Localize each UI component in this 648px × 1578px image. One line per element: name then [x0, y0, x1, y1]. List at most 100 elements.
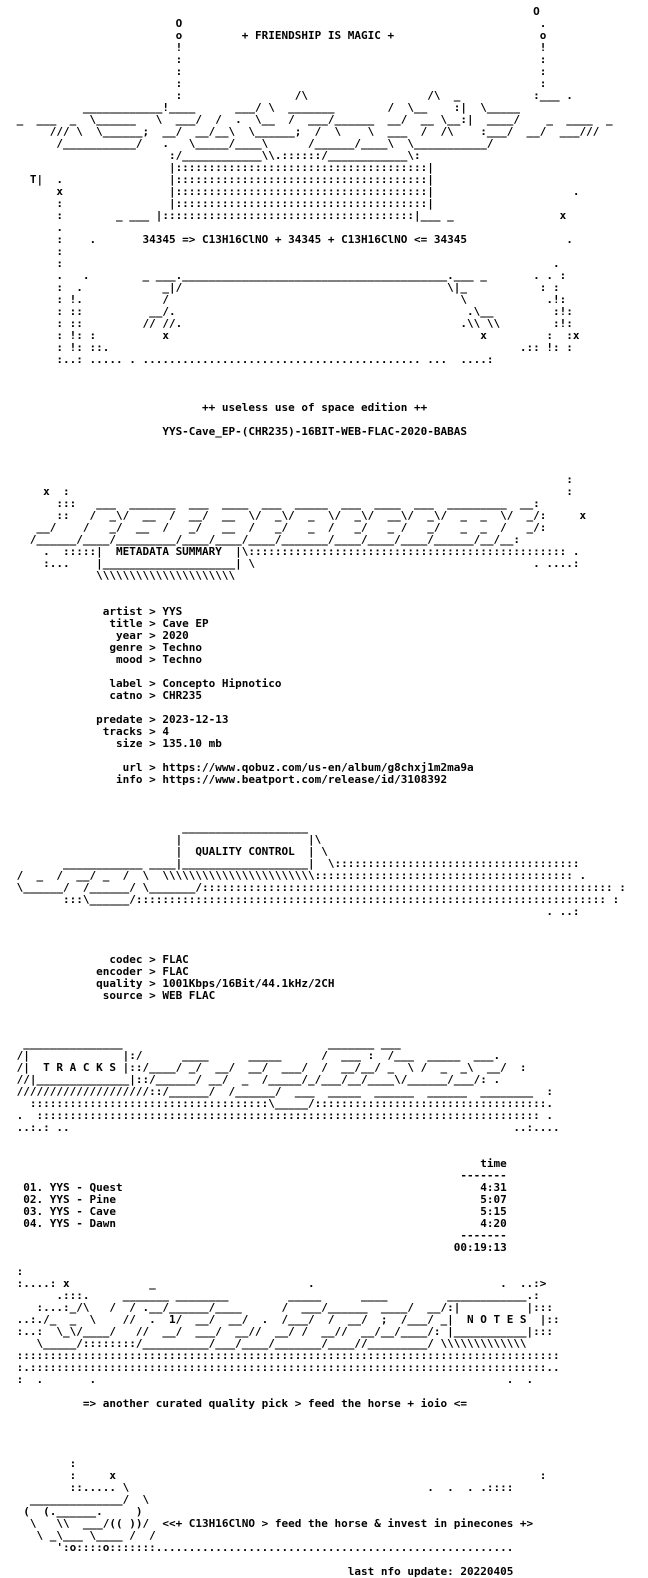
nfo-line: : x :	[10, 1470, 547, 1482]
nfo-line	[10, 594, 642, 606]
nfo-line: /| |:/ ____ _____ / ___ : /___ _____ ___…	[10, 1050, 501, 1062]
nfo-line	[10, 930, 642, 942]
nfo-line: x |:::::::::::::::::::::::::::::::::::::…	[10, 186, 580, 198]
nfo-line: : |:::::::::::::::::::::::::::::::::::::…	[10, 198, 434, 210]
nfo-line: O	[10, 6, 540, 18]
nfo-line: :..: \_\/____/ // __/ ___/ __// __/ / __…	[10, 1326, 554, 1338]
nfo-line: : :	[10, 54, 547, 66]
nfo-line: :/____________\\.::::::/____________\:	[10, 150, 421, 162]
nfo-line: _ ___ _ \______ \ ___/ / . \__ / ___/___…	[10, 114, 613, 126]
nfo-line: : _ ___ |:::::::::::::::::::::::::::::::…	[10, 210, 567, 222]
nfo-line	[10, 450, 642, 462]
nfo-line: : :: // //. .\\ \\ :!:	[10, 318, 580, 330]
nfo-line	[10, 786, 642, 798]
nfo-line	[10, 366, 642, 378]
nfo-line	[10, 1254, 642, 1266]
nfo-line: :....: x _ . . ..:>	[10, 1278, 547, 1290]
nfo-line: source > WEB FLAC	[10, 990, 216, 1002]
nfo-line	[10, 1014, 642, 1026]
nfo-line: \ _\___ \____ / /	[10, 1530, 156, 1542]
nfo-line: :::\______/:::::::::::::::::::::::::::::…	[10, 894, 620, 906]
nfo-line: : :	[10, 78, 547, 90]
nfo-line: /___________/ . \_____/____\ /______/___…	[10, 138, 501, 150]
nfo-line: info > https://www.beatport.com/release/…	[10, 774, 448, 786]
nfo-line: 03. YYS - Cave 5:15	[10, 1206, 507, 1218]
nfo-line: ____________!____ ___/ \ _______ / \__ :…	[10, 102, 520, 114]
nfo-line: => another curated quality pick > feed t…	[10, 1398, 467, 1410]
nfo-line: . ..:	[10, 906, 580, 918]
nfo-line: : . . . .	[10, 1374, 534, 1386]
nfo-line: ___________________	[10, 822, 309, 834]
nfo-line: :	[10, 1458, 77, 1470]
nfo-line	[10, 1146, 642, 1158]
nfo-line: \______/ /______/ \_______/:::::::::::::…	[10, 882, 626, 894]
nfo-line: ____________ ____|___________________| \…	[10, 858, 580, 870]
nfo-line: __/ / _/ __ / _/ __ / _/ _ / _/ _ / _/ _…	[10, 522, 547, 534]
nfo-line	[10, 798, 642, 810]
nfo-line: year > 2020	[10, 630, 189, 642]
nfo-line: : /\ /\ _ :___ .	[10, 90, 573, 102]
nfo-line	[10, 438, 642, 450]
nfo-line: /| T R A C K S |::/____/ _/ __/ __/ ___/…	[10, 1062, 527, 1074]
nfo-line: tracks > 4	[10, 726, 169, 738]
nfo-line	[10, 942, 642, 954]
nfo-line: o + FRIENDSHIP IS MAGIC + o	[10, 30, 547, 42]
nfo-line: . ::::::::::::::::::::::::::::::::::::::…	[10, 1110, 554, 1122]
nfo-line: : :	[10, 66, 547, 78]
nfo-line	[10, 1134, 642, 1146]
nfo-line: 02. YYS - Pine 5:07	[10, 1194, 507, 1206]
nfo-line	[10, 1554, 642, 1566]
nfo-line: ..:./_ _ \ // . 1/ __/ __/ . /___/ / __/…	[10, 1314, 560, 1326]
nfo-line: encoder > FLAC	[10, 966, 189, 978]
nfo-line: ':o::::o:::::::.........................…	[10, 1542, 514, 1554]
nfo-line: : . _|/ \|_ : :	[10, 282, 560, 294]
nfo-line: :	[10, 474, 573, 486]
nfo-line: :..: ..... . ...........................…	[10, 354, 494, 366]
nfo-line: label > Concepto Hipnotico	[10, 678, 282, 690]
nfo-line: predate > 2023-12-13	[10, 714, 229, 726]
nfo-line: mood > Techno	[10, 654, 203, 666]
nfo-line	[10, 390, 642, 402]
nfo-line: last nfo update: 20220405	[10, 1566, 514, 1578]
nfo-line: . . _ ___.______________________________…	[10, 270, 567, 282]
nfo-line	[10, 414, 642, 426]
nfo-line: ::::::::::::::::::::::::::::::::::::\___…	[10, 1098, 554, 1110]
nfo-line: ! !	[10, 42, 547, 54]
nfo-line: \\\\\\\\\\\\\\\\\\\\\	[10, 570, 236, 582]
nfo-line: : !: : x x : :x	[10, 330, 580, 342]
nfo-line: :...:_/\ / / .__/______/____ / ___/_____…	[10, 1302, 554, 1314]
nfo-line: ////////////////////::/______/ /______/ …	[10, 1086, 554, 1098]
nfo-line: : . 34345 => C13H16ClNO + 34345 + C13H16…	[10, 234, 573, 246]
nfo-line: | QUALITY CONTROL | \	[10, 846, 328, 858]
nfo-line: :... |____________________| \ . ....:	[10, 558, 580, 570]
nfo-line	[10, 1026, 642, 1038]
nfo-line: time	[10, 1158, 507, 1170]
nfo-line: 01. YYS - Quest 4:31	[10, 1182, 507, 1194]
nfo-line: genre > Techno	[10, 642, 203, 654]
nfo-line	[10, 810, 642, 822]
nfo-line: x : :	[10, 486, 573, 498]
nfo-line: ..:.: .. ..:....	[10, 1122, 560, 1134]
nfo-line: .:::. _______ ________ _____ ____ ______…	[10, 1290, 540, 1302]
nfo-line	[10, 750, 642, 762]
nfo-line: ::: ___ _______ ___ ____ ___ _____ ___ _…	[10, 498, 540, 510]
nfo-line: | |\	[10, 834, 322, 846]
nfo-line	[10, 1386, 642, 1398]
nfo-line	[10, 702, 642, 714]
nfo-line: \ \\ ___/(( ))/ <<+ C13H16ClNO > feed th…	[10, 1518, 534, 1530]
nfo-line: ( (.______. )	[10, 1506, 143, 1518]
nfo-line: ::..... \ . . . .::::	[10, 1482, 514, 1494]
nfo-line: YYS-Cave_EP-(CHR235)-16BIT-WEB-FLAC-2020…	[10, 426, 467, 438]
nfo-document: O O . o + FRIENDSHIP IS MAGIC + o !	[10, 6, 642, 1578]
nfo-line: catno > CHR235	[10, 690, 203, 702]
nfo-line: : !: ::. .:: !: :	[10, 342, 573, 354]
nfo-line	[10, 1434, 642, 1446]
nfo-line: -------	[10, 1230, 507, 1242]
nfo-line: /// \ \______; __/ __/__\ \______; / \ \…	[10, 126, 607, 138]
nfo-line	[10, 666, 642, 678]
nfo-line: url > https://www.qobuz.com/us-en/album/…	[10, 762, 474, 774]
nfo-line: /______/____/_________/____/____/____/__…	[10, 534, 520, 546]
nfo-line: .	[10, 222, 63, 234]
nfo-line: title > Cave EP	[10, 618, 209, 630]
nfo-line	[10, 1002, 642, 1014]
